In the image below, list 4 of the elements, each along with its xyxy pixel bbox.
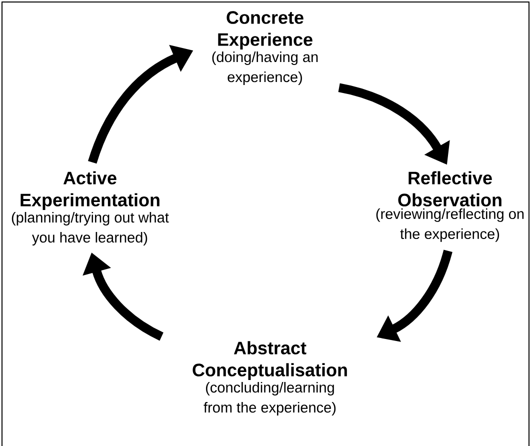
stage-label: Concrete Experience (doing/having an experience)	[212, 11, 318, 86]
stage-label: Abstract Conceptualisation (concluding/learning from the experience)	[192, 341, 347, 416]
stage-label: Active Experimentation (planning/trying out what you have learned)	[12, 171, 169, 246]
stage-label: Reflective Observation (reviewing/reflecting on the experience)	[376, 171, 524, 242]
